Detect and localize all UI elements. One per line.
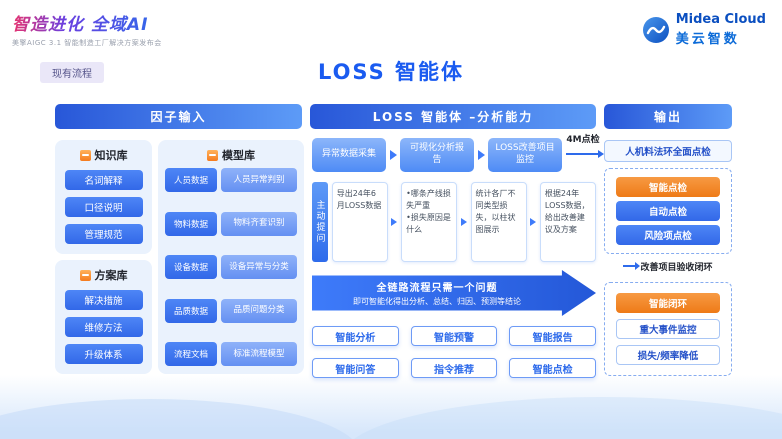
output-major-event-monitor: 重大事件监控 [616, 319, 720, 339]
prompt-arrow-icon [460, 218, 467, 226]
prompt-export-data: 导出24年6月LOSS数据 [331, 182, 388, 262]
knowledge-base-title: 知识库 [94, 149, 128, 162]
model-row-quality: 品质数据 品质问题分类 [165, 298, 297, 323]
4m-check-label: 4M点检 [566, 135, 600, 145]
capability-command-recommend: 指令推荐 [410, 358, 498, 378]
prompt-improve-advice: 根据24年LOSS数据，给出改善建议及方案 [539, 182, 596, 262]
improvement-loop-row: 改善项目验收闭环 [604, 258, 732, 274]
model-row-material: 物料数据 物料齐套识别 [165, 211, 297, 236]
active-question-tab: 主动提问 [312, 182, 328, 262]
analysis-column-header: LOSS 智能体 –分析能力 [310, 104, 596, 129]
output-smart-check: 智能点检 [616, 177, 720, 197]
prompt-example-row: 主动提问 导出24年6月LOSS数据 •哪条产线损失严重 •损失原因是什么 统计… [312, 182, 596, 262]
knowledge-base-icon [79, 149, 91, 161]
output-full-check-title: 人机料法环全面点检 [604, 140, 732, 162]
solution-base-icon [79, 269, 91, 281]
model-row-personnel: 人员数据 人员异常判别 [165, 168, 297, 192]
model-library-title: 模型库 [222, 149, 255, 162]
model-row-equipment: 设备数据 设备异常与分类 [165, 255, 297, 279]
improvement-loop-label: 改善项目验收闭环 [640, 262, 713, 273]
solution-item-measures: 解决措施 [64, 290, 143, 310]
knowledge-item-term-explain: 名词解释 [64, 170, 143, 190]
model-library-title-row: 模型库 [158, 140, 304, 166]
output-loss-frequency-reduce: 损失/频率降低 [616, 345, 720, 365]
solution-base-panel: 方案库 解决措施 维修方法 升级体系 [55, 260, 152, 374]
flow-step-visual-report: 可视化分析报告 [400, 138, 474, 172]
output-smart-loop: 智能闭环 [616, 293, 720, 313]
output-auto-check: 自动点检 [616, 201, 720, 221]
summary-arrow-subtitle: 即可智能化得出分析、总结、归因、预测等结论 [353, 297, 521, 306]
analysis-flow-row: 异常数据采集 可视化分析报告 LOSS改善项目监控 [312, 138, 562, 172]
model-personnel-anomaly: 人员异常判别 [221, 168, 297, 192]
midea-cloud-wordmark: Midea Cloud 美云智数 [676, 12, 766, 47]
model-standard-process: 标准流程模型 [221, 342, 297, 366]
page-title: LOSS 智能体 [317, 60, 465, 84]
prompt-arrow-icon [391, 218, 398, 226]
model-library-panel: 模型库 人员数据 人员异常判别 物料数据 物料齐套识别 设备数据 设备异常与分类… [158, 140, 304, 374]
solution-base-title: 方案库 [94, 269, 128, 282]
summary-arrow-title: 全链路流程只需一个问题 [376, 283, 498, 294]
midea-cloud-name-en: Midea Cloud [675, 12, 766, 27]
flow-arrow-icon [477, 150, 485, 160]
solution-item-repair: 维修方法 [64, 317, 143, 337]
model-data-personnel: 人员数据 [165, 168, 217, 192]
model-data-process-doc: 流程文档 [165, 342, 217, 366]
model-data-equipment: 设备数据 [165, 255, 217, 279]
capability-smart-warning: 智能预警 [410, 326, 498, 346]
output-column-header: 输出 [604, 104, 732, 129]
capability-smart-analysis: 智能分析 [312, 326, 399, 346]
model-equipment-anomaly: 设备异常与分类 [221, 255, 297, 279]
model-data-material: 物料数据 [165, 211, 217, 236]
capability-grid: 智能分析 智能预警 智能报告 智能问答 指令推荐 智能点检 [312, 326, 596, 378]
model-data-quality: 品质数据 [165, 298, 217, 323]
capability-smart-report: 智能报告 [509, 326, 596, 346]
current-process-tag: 现有流程 [40, 62, 104, 83]
flow-step-loss-monitor: LOSS改善项目监控 [488, 138, 562, 172]
output-check-group: 智能点检 自动点检 风险项点检 [604, 168, 732, 254]
input-column-header: 因子输入 [55, 104, 302, 129]
model-row-process: 流程文档 标准流程模型 [165, 342, 297, 366]
loop-arrow-icon [623, 262, 641, 270]
prompt-loss-cause: •哪条产线损失严重 •损失原因是什么 [401, 182, 458, 262]
capability-smart-check: 智能点检 [509, 358, 596, 378]
knowledge-item-mgmt-spec: 管理规范 [64, 224, 143, 244]
4m-check-arrow-icon [566, 150, 604, 158]
knowledge-base-title-row: 知识库 [55, 140, 152, 166]
prompt-stat-chart: 统计各厂不同类型损失，以柱状图展示 [470, 182, 527, 262]
model-quality-classify: 品质问题分类 [221, 298, 297, 323]
model-library-icon [207, 149, 218, 161]
knowledge-base-panel: 知识库 名词解释 口径说明 管理规范 [55, 140, 152, 254]
event-logo-subtitle: 美擎AIGC 3.1 智能制造工厂解决方案发布会 [12, 39, 162, 47]
model-material-kitting: 物料齐套识别 [221, 211, 297, 236]
solution-item-upgrade: 升级体系 [64, 344, 143, 364]
prompt-arrow-icon [530, 218, 537, 226]
midea-cloud-name-cn: 美云智数 [675, 32, 740, 47]
capability-smart-qa: 智能问答 [312, 358, 399, 378]
midea-cloud-icon [642, 16, 669, 43]
output-loop-group: 智能闭环 重大事件监控 损失/频率降低 [604, 282, 732, 376]
event-logo: 智造进化 全域AI 美擎AIGC 3.1 智能制造工厂解决方案发布会 [12, 10, 162, 48]
midea-cloud-logo: Midea Cloud 美云智数 [642, 12, 766, 47]
flow-arrow-icon [389, 150, 397, 160]
event-logo-title: 智造进化 全域AI [12, 10, 162, 35]
knowledge-item-caliber-desc: 口径说明 [64, 197, 143, 217]
flow-step-data-collect: 异常数据采集 [312, 138, 386, 172]
summary-arrow: 全链路流程只需一个问题 即可智能化得出分析、总结、归因、预测等结论 [312, 270, 596, 316]
solution-base-title-row: 方案库 [55, 260, 152, 286]
output-risk-check: 风险项点检 [616, 225, 720, 245]
